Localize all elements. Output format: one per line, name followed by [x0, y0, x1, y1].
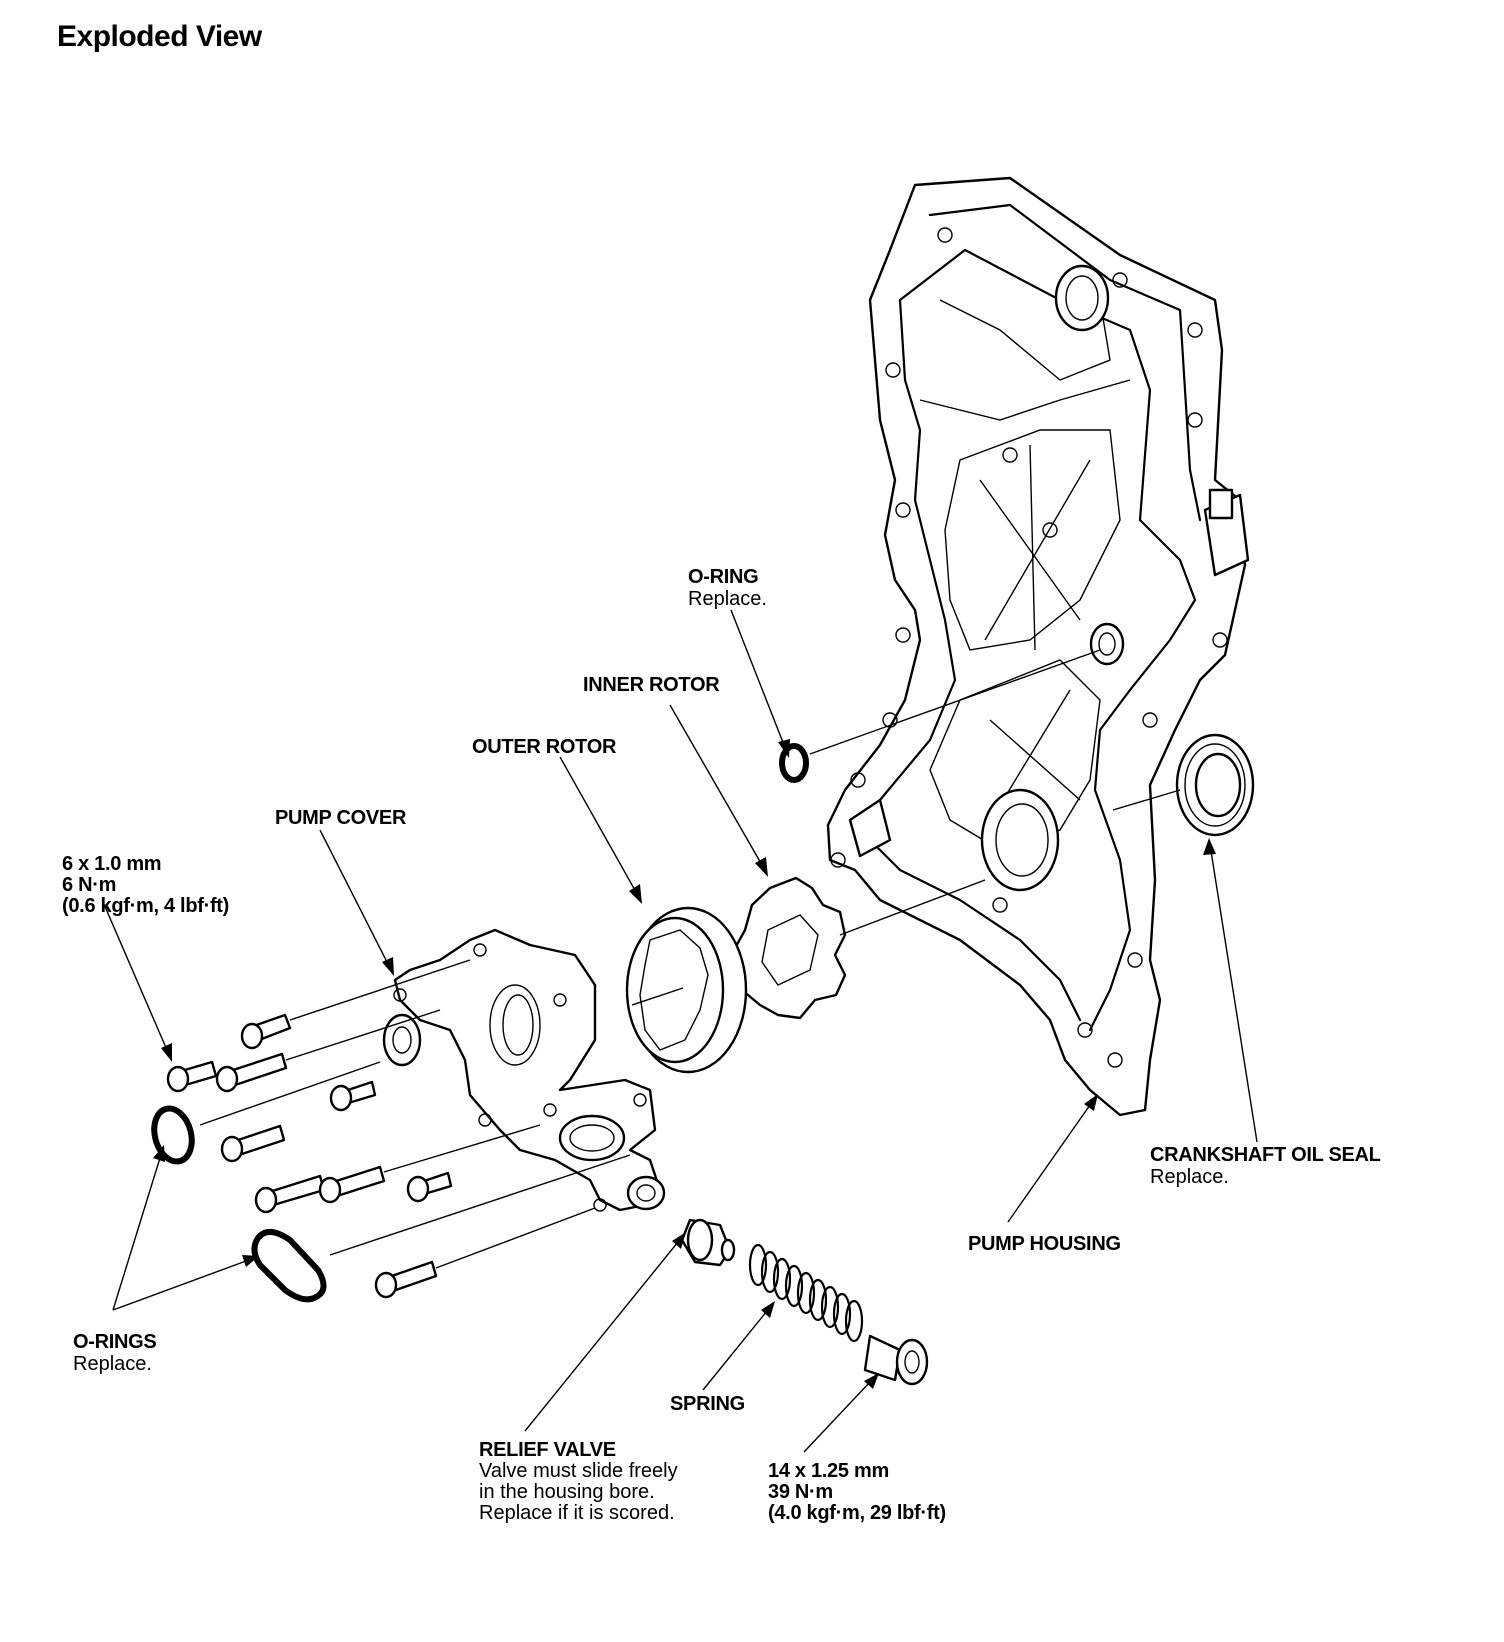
spring-name: SPRING — [670, 1393, 745, 1415]
relief-valve-name: RELIEF VALVE — [479, 1439, 616, 1461]
outer-rotor-name: OUTER ROTOR — [472, 736, 617, 758]
plug-bolt-torque: 39 N·m — [768, 1481, 833, 1503]
bolts-part — [166, 959, 596, 1299]
o-rings-note: Replace. — [73, 1353, 152, 1375]
plug-bolt-label: 14 x 1.25 mm 39 N·m (4.0 kgf·m, 29 lbf·f… — [768, 1461, 946, 1524]
plug-bolt-torque-alt: (4.0 kgf·m, 29 lbf·ft) — [768, 1502, 946, 1524]
crankshaft-oil-seal-note: Replace. — [1150, 1166, 1229, 1188]
crankshaft-oil-seal-name: CRANKSHAFT OIL SEAL — [1150, 1144, 1381, 1166]
bolt-6mm-torque: 6 N·m — [62, 874, 117, 896]
pump-cover-part — [382, 928, 666, 1212]
o-ring-name: O-RING — [688, 566, 759, 588]
plug-bolt-size: 14 x 1.25 mm — [768, 1460, 889, 1482]
inner-rotor-name: INNER ROTOR — [583, 674, 720, 696]
bolt-6mm-torque-alt: (0.6 kgf·m, 4 lbf·ft) — [62, 895, 230, 917]
o-ring-top-part — [779, 649, 1101, 783]
relief-valve-note-1: Valve must slide freely — [479, 1460, 678, 1482]
o-rings-name: O-RINGS — [73, 1331, 157, 1353]
o-rings-label: O-RINGS Replace. — [73, 1331, 157, 1375]
pump-housing-part — [826, 176, 1250, 1117]
relief-valve-part — [680, 1218, 736, 1267]
pump-cover-label: PUMP COVER — [275, 807, 406, 829]
relief-valve-label: RELIEF VALVE Valve must slide freely in … — [479, 1440, 678, 1524]
outer-rotor-label: OUTER ROTOR — [472, 736, 616, 758]
plug-bolt-part — [863, 1334, 929, 1386]
spring-label: SPRING — [670, 1393, 745, 1415]
o-ring-label: O-RING Replace. — [688, 566, 767, 610]
crankshaft-oil-seal-label: CRANKSHAFT OIL SEAL Replace. — [1150, 1144, 1381, 1188]
relief-valve-note-3: Replace if it is scored. — [479, 1502, 675, 1524]
pump-housing-name: PUMP HOUSING — [968, 1233, 1121, 1255]
o-ring-note: Replace. — [688, 588, 767, 610]
crankshaft-oil-seal-part — [1112, 733, 1255, 837]
page-title: Exploded View — [57, 20, 262, 53]
pump-housing-label: PUMP HOUSING — [968, 1233, 1121, 1255]
leader-lines — [102, 609, 1258, 1453]
bolt-6mm-size: 6 x 1.0 mm — [62, 853, 162, 875]
outer-rotor-part — [625, 906, 748, 1074]
relief-valve-note-2: in the housing bore. — [479, 1481, 655, 1503]
inner-rotor-label: INNER ROTOR — [583, 674, 720, 696]
pump-cover-name: PUMP COVER — [275, 807, 407, 829]
spring-part — [748, 1243, 864, 1343]
bolt-6mm-label: 6 x 1.0 mm 6 N·m (0.6 kgf·m, 4 lbf·ft) — [62, 854, 229, 917]
